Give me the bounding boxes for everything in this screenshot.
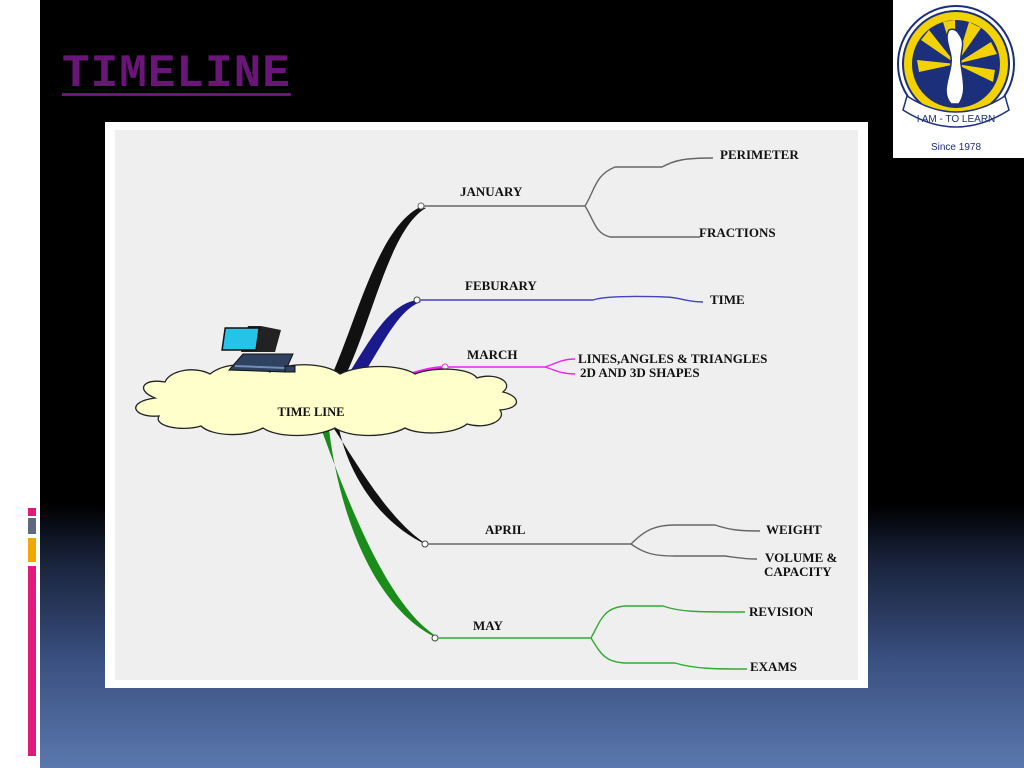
accent-bar bbox=[28, 566, 36, 756]
branch-node-january bbox=[417, 202, 425, 210]
leaf-label: CAPACITY bbox=[764, 564, 832, 579]
leaf-label: LINES,ANGLES & TRIANGLES bbox=[578, 351, 767, 366]
branch-ribbon-january bbox=[325, 207, 426, 392]
school-logo: I AM - TO LEARN Since 1978 bbox=[893, 0, 1024, 158]
leaf-label: WEIGHT bbox=[766, 522, 822, 537]
branch-ribbon-april bbox=[327, 418, 427, 545]
central-cloud bbox=[135, 364, 518, 437]
leaf-line-april bbox=[428, 524, 761, 545]
branch-ribbon-may bbox=[318, 420, 437, 638]
leaf-label: EXAMS bbox=[750, 659, 797, 674]
accent-bar bbox=[28, 508, 36, 516]
leaf-line-january bbox=[424, 157, 714, 207]
branch-node-may bbox=[431, 634, 439, 642]
leaf-label: TIME bbox=[710, 292, 745, 307]
accent-bar bbox=[28, 518, 36, 534]
leaf-line-feburary bbox=[420, 295, 704, 303]
logo-motto: I AM - TO LEARN bbox=[917, 114, 996, 125]
decorative-bar bbox=[26, 18, 40, 56]
laptop-icon bbox=[221, 326, 296, 373]
branch-node-feburary bbox=[413, 296, 421, 304]
leaf-line-may bbox=[438, 605, 746, 639]
decorative-bar bbox=[26, 64, 40, 120]
branch-label-may: MAY bbox=[473, 618, 503, 633]
branch-label-april: APRIL bbox=[485, 522, 526, 537]
branch-label-feburary: FEBURARY bbox=[465, 278, 537, 293]
leaf-label: FRACTIONS bbox=[699, 225, 776, 240]
leaf-label: REVISION bbox=[749, 604, 814, 619]
leaf-label: 2D AND 3D SHAPES bbox=[580, 365, 700, 380]
leaf-line-january bbox=[584, 205, 700, 238]
central-topic-label: TIME LINE bbox=[277, 405, 344, 419]
branch-node-april bbox=[421, 540, 429, 548]
leaf-line-march bbox=[544, 366, 576, 375]
diagram-canvas: TIME LINE JANUARY FEBURARY MARCH APRIL M… bbox=[115, 130, 858, 680]
decorative-bar bbox=[26, 3, 40, 11]
leaf-label: PERIMETER bbox=[720, 147, 799, 162]
logo-since: Since 1978 bbox=[931, 142, 981, 153]
branch-label-january: JANUARY bbox=[460, 184, 523, 199]
leaf-line-may bbox=[590, 637, 748, 670]
diagram-panel: TIME LINE JANUARY FEBURARY MARCH APRIL M… bbox=[105, 122, 868, 688]
slide-title: TIMELINE bbox=[62, 48, 291, 100]
accent-bar bbox=[28, 538, 36, 562]
branch-label-march: MARCH bbox=[467, 347, 518, 362]
leaf-label: VOLUME & bbox=[765, 550, 837, 565]
leaf-line-april bbox=[630, 543, 758, 560]
timeline-mind-map: TIME LINE JANUARY FEBURARY MARCH APRIL M… bbox=[135, 147, 837, 674]
